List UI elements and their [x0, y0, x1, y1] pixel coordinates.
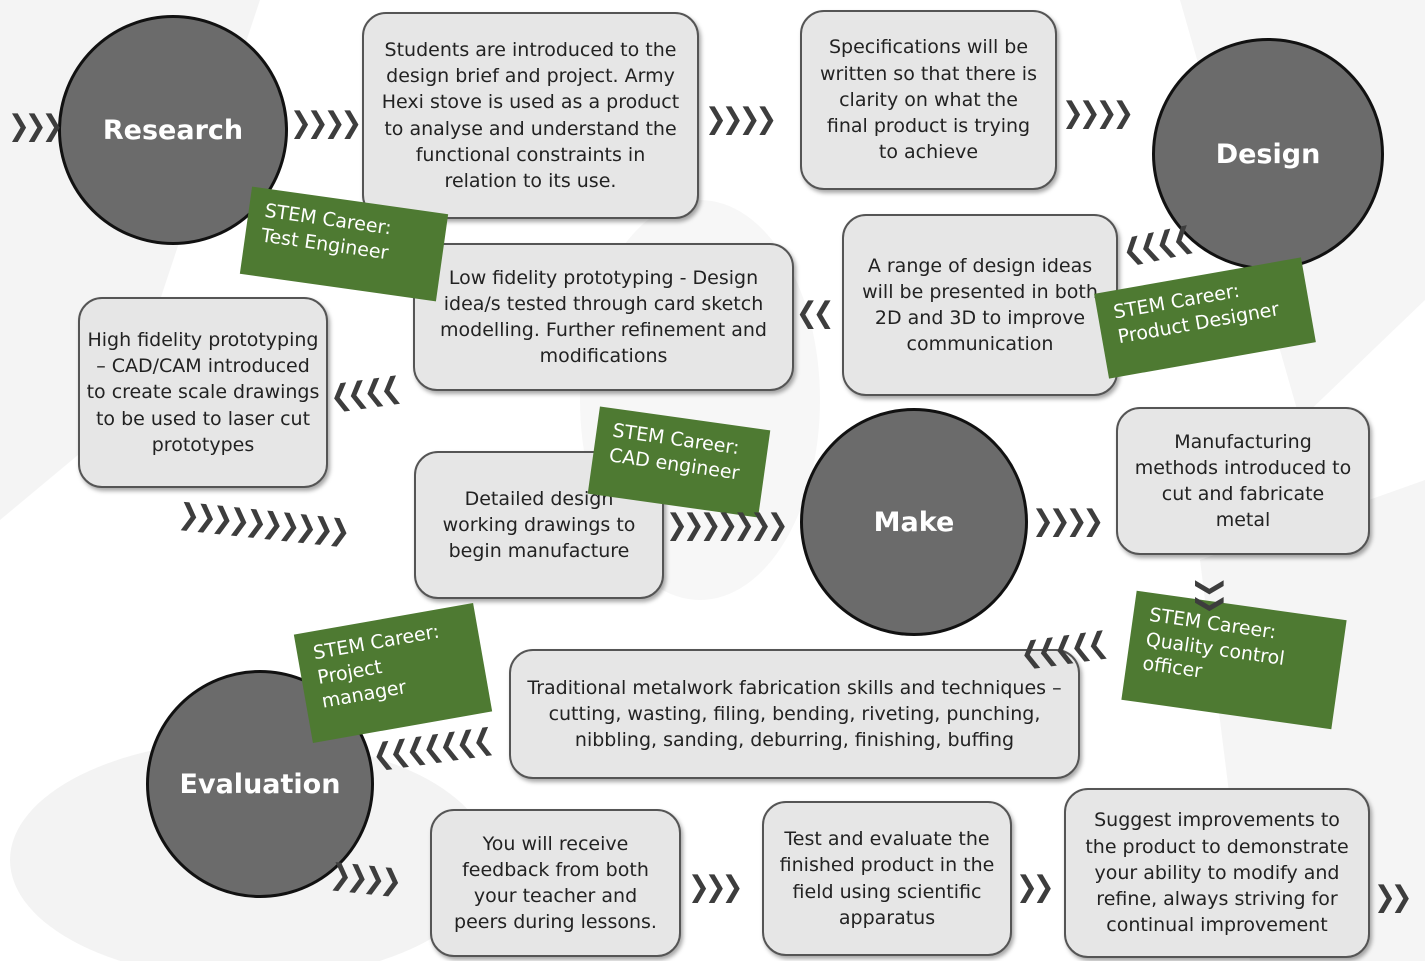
- step-manufacturing: Manufacturing methods introduced to cut …: [1116, 407, 1370, 555]
- step-feedback: You will receive feedback from both your…: [430, 809, 681, 957]
- step-metalwork: Traditional metalwork fabrication skills…: [509, 649, 1080, 779]
- arrow-specs-to-design: ❯❯❯❯: [1062, 96, 1134, 130]
- step-improvements: Suggest improvements to the product to d…: [1064, 788, 1370, 958]
- step-specifications: Specifications will be written so that t…: [800, 10, 1057, 190]
- step-high-fidelity: High fidelity prototyping – CAD/CAM intr…: [78, 297, 328, 488]
- arrow-drawings-to-make: ❯❯❯❯❯❯❯: [666, 508, 788, 542]
- stage-design: Design: [1152, 38, 1384, 270]
- arrow-brief-to-specs: ❯❯❯❯: [705, 102, 777, 136]
- step-test-evaluate: Test and evaluate the finished product i…: [762, 801, 1012, 956]
- arrow-test-to-improve: ❯❯: [1016, 870, 1055, 904]
- arrow-ideas-to-lowfi: ❮❮: [796, 296, 835, 330]
- stage-research: Research: [58, 15, 288, 245]
- arrow-make-to-manufacturing: ❯❯❯❯: [1032, 504, 1104, 538]
- arrow-out-improve: ❯❯: [1374, 880, 1413, 914]
- stage-make: Make: [800, 408, 1028, 636]
- arrow-manufacturing-down: ❯❯: [1194, 576, 1228, 610]
- step-low-fidelity: Low fidelity prototyping - Design idea/s…: [413, 243, 794, 391]
- arrow-feedback-to-test: ❯❯❯: [688, 870, 743, 904]
- arrow-into-research: ❯❯❯: [8, 109, 63, 143]
- step-design-ideas: A range of design ideas will be presente…: [842, 214, 1118, 396]
- step-working-drawings: Detailed design working drawings to begi…: [414, 451, 664, 599]
- arrow-evaluation-to-feedback: ❯❯❯❯: [328, 858, 399, 898]
- arrow-research-to-brief: ❯❯❯❯: [290, 106, 362, 140]
- arrow-lowfi-to-hifi: ❮❮❮❮: [328, 371, 400, 415]
- step-design-brief: Students are introduced to the design br…: [362, 12, 699, 219]
